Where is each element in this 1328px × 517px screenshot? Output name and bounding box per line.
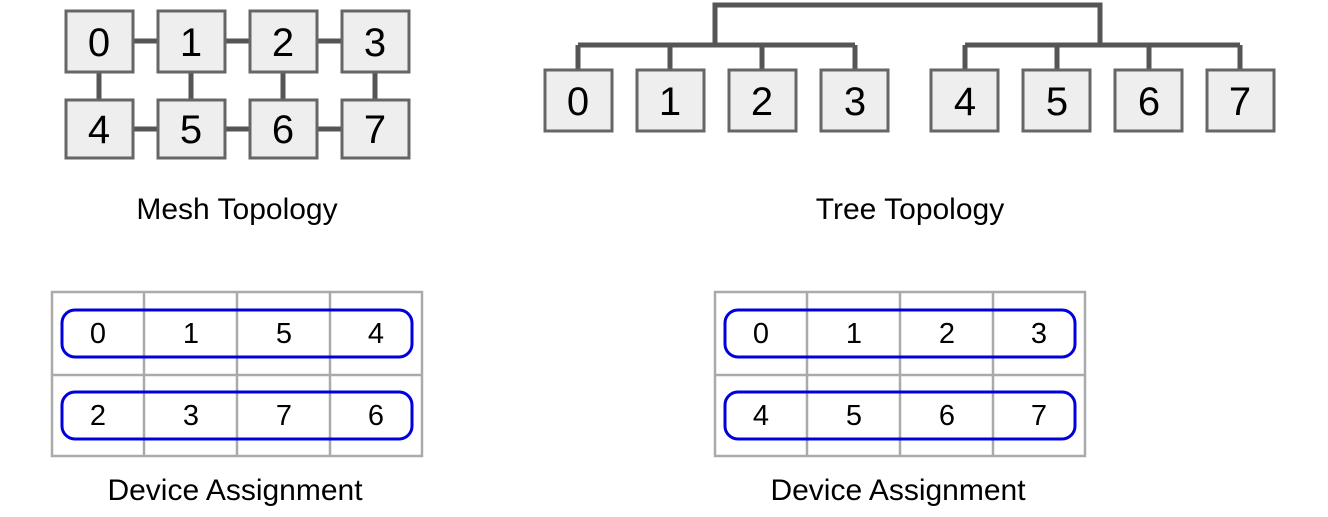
tree-node-6[interactable]: 6 [1113,68,1184,133]
mesh-node-4-label: 4 [88,108,110,152]
mesh-node-4-box [64,98,135,160]
tree-node-7[interactable]: 7 [1205,68,1276,133]
mesh-node-0[interactable]: 0 [64,9,135,74]
mesh-assignment-cell-0-1: 1 [183,318,199,350]
mesh-node-7-box [340,98,411,160]
tree-assignment-row-1-highlight [723,390,1077,441]
mesh-node-5-label: 5 [180,108,202,152]
mesh-node-7-label: 7 [364,108,386,152]
tree-node-5[interactable]: 5 [1021,68,1092,133]
tree-node-0[interactable]: 0 [543,68,614,133]
mesh-node-3-label: 3 [364,21,386,65]
mesh-node-6-label: 6 [272,108,294,152]
tree-assignment-cell-0-2: 2 [939,318,955,350]
mesh-assignment-cell-0-3: 4 [368,318,384,350]
mesh-node-2[interactable]: 2 [248,9,319,74]
mesh-node-4[interactable]: 4 [64,98,135,160]
mesh-node-3-box [340,9,411,74]
tree-node-2-box [727,68,798,133]
mesh-node-2-label: 2 [272,21,294,65]
tree-node-1-label: 1 [659,80,681,124]
mesh-node-6[interactable]: 6 [248,98,319,160]
mesh-assignment-cell-1-3: 6 [368,400,384,432]
mesh-assignment-cell-0-2: 5 [276,318,292,350]
mesh-node-7[interactable]: 7 [340,98,411,160]
mesh-node-1-box [156,9,227,74]
tree-node-0-box [543,68,614,133]
tree-assignment-cell-1-0: 4 [753,400,769,432]
tree-assignment-row: 0 1 2 3 [753,318,1047,350]
tree-topology-caption: Tree Topology [816,193,1004,226]
mesh-assignment-cell-1-1: 3 [183,400,199,432]
mesh-assignment-row: 2 3 7 6 [90,400,384,432]
mesh-node-5[interactable]: 5 [156,98,227,160]
tree-node-4-box [929,68,1000,133]
tree-node-3[interactable]: 3 [819,68,890,133]
tree-assignment-cell-0-3: 3 [1031,318,1047,350]
mesh-device-assignment-panel: 0 1 5 4 2 3 7 6 Device Assignment [50,290,424,507]
mesh-assignment-row-0-highlight [60,308,414,359]
mesh-assignment-cell-1-2: 7 [276,400,292,432]
tree-node-3-label: 3 [844,80,866,124]
mesh-assignment-caption: Device Assignment [107,474,363,507]
mesh-node-5-box [156,98,227,160]
mesh-topology-panel: 0 1 2 3 4 5 [64,9,411,226]
tree-node-5-box [1021,68,1092,133]
tree-node-6-label: 6 [1138,80,1160,124]
tree-node-3-box [819,68,890,133]
tree-root-link [712,2,1103,45]
tree-node-4[interactable]: 4 [929,68,1000,133]
mesh-node-3[interactable]: 3 [340,9,411,74]
tree-node-1[interactable]: 1 [635,68,706,133]
mesh-topology-caption: Mesh Topology [136,193,337,226]
mesh-node-0-box [64,9,135,74]
tree-node-0-label: 0 [567,80,589,124]
tree-node-2-label: 2 [751,80,773,124]
tree-node-7-label: 7 [1229,80,1251,124]
tree-assignment-cell-0-1: 1 [846,318,862,350]
tree-topology-panel: 0 1 2 3 4 5 6 [543,2,1276,226]
tree-assignment-cell-1-1: 5 [846,400,862,432]
tree-node-1-box [635,68,706,133]
tree-assignment-caption: Device Assignment [770,474,1026,507]
tree-assignment-cell-0-0: 0 [753,318,769,350]
tree-node-7-box [1205,68,1276,133]
mesh-node-6-box [248,98,319,160]
tree-assignment-row: 4 5 6 7 [753,400,1047,432]
tree-assignment-cell-1-2: 6 [939,400,955,432]
mesh-node-1-label: 1 [180,21,202,65]
tree-assignment-cell-1-3: 7 [1031,400,1047,432]
tree-assignment-row-0-highlight [723,308,1077,359]
tree-node-5-label: 5 [1046,80,1068,124]
mesh-assignment-row: 0 1 5 4 [90,318,384,350]
tree-node-4-label: 4 [954,80,976,124]
tree-node-2[interactable]: 2 [727,68,798,133]
mesh-node-0-label: 0 [88,21,110,65]
mesh-assignment-cell-1-0: 2 [90,400,106,432]
tree-node-6-box [1113,68,1184,133]
mesh-assignment-row-1-highlight [60,390,414,441]
tree-device-assignment-panel: 0 1 2 3 4 5 6 7 Device Assignment [713,290,1087,507]
mesh-node-2-box [248,9,319,74]
mesh-node-1[interactable]: 1 [156,9,227,74]
mesh-assignment-cell-0-0: 0 [90,318,106,350]
